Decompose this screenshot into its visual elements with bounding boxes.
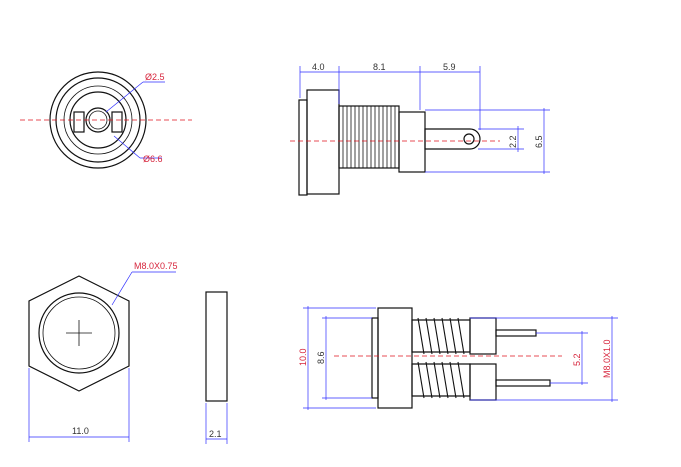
leader-pin [105, 81, 144, 113]
pin-hole-side [463, 133, 475, 145]
bottom-view: 10.0 8.6 5.2 M8.0X1.0 [298, 306, 618, 410]
flange [306, 89, 340, 195]
flange-inner-label: 8.6 [316, 351, 326, 364]
left-slot [73, 111, 85, 133]
thread-lines [342, 106, 396, 168]
right-slot [111, 111, 123, 133]
pin-spacing-label: 5.2 [572, 353, 582, 366]
pin-height-label: 2.2 [508, 135, 518, 148]
bottom-flange-thin [371, 317, 379, 399]
overall-height-label: 10.0 [298, 348, 308, 366]
hex-nut [28, 275, 130, 392]
front-view: Ø2.5 Ø6.6 [20, 71, 192, 169]
body-height-label: 6.5 [534, 135, 544, 148]
bottom-thread-label: M8.0X1.0 [602, 339, 612, 378]
inner-diameter-label: Ø6.6 [143, 154, 163, 164]
nut-side [205, 291, 228, 402]
body-length-label: 8.1 [373, 62, 386, 72]
leader-inner [113, 135, 141, 159]
width-across-label: 11.0 [72, 426, 89, 436]
flange-width-label: 4.0 [312, 62, 325, 72]
upper-pin [495, 329, 537, 337]
flange-thin [298, 99, 308, 196]
bottom-flange [377, 307, 413, 409]
pin-diameter-label: Ø2.5 [145, 72, 165, 82]
nut-view: M8.0X0.75 11.0 [28, 261, 178, 442]
leader-thread [111, 271, 133, 306]
rear-block [398, 111, 426, 173]
nut-thread-label: M8.0X0.75 [134, 261, 178, 271]
lower-rear-block [469, 363, 497, 401]
nut-side-view: 2.1 [205, 291, 228, 444]
outer-ring [49, 71, 147, 169]
nut-outer-thread [38, 292, 120, 374]
lower-thread [411, 361, 471, 399]
thickness-label: 2.1 [209, 429, 222, 439]
side-pin [424, 128, 481, 150]
lower-pin [495, 379, 551, 387]
nut-inner-thread [42, 296, 116, 370]
threaded-body [338, 105, 400, 169]
side-view: 4.0 8.1 5.9 2.2 6.5 [290, 62, 550, 196]
upper-rear-block [469, 317, 497, 355]
upper-thread [411, 317, 471, 355]
pin-length-label: 5.9 [443, 62, 456, 72]
